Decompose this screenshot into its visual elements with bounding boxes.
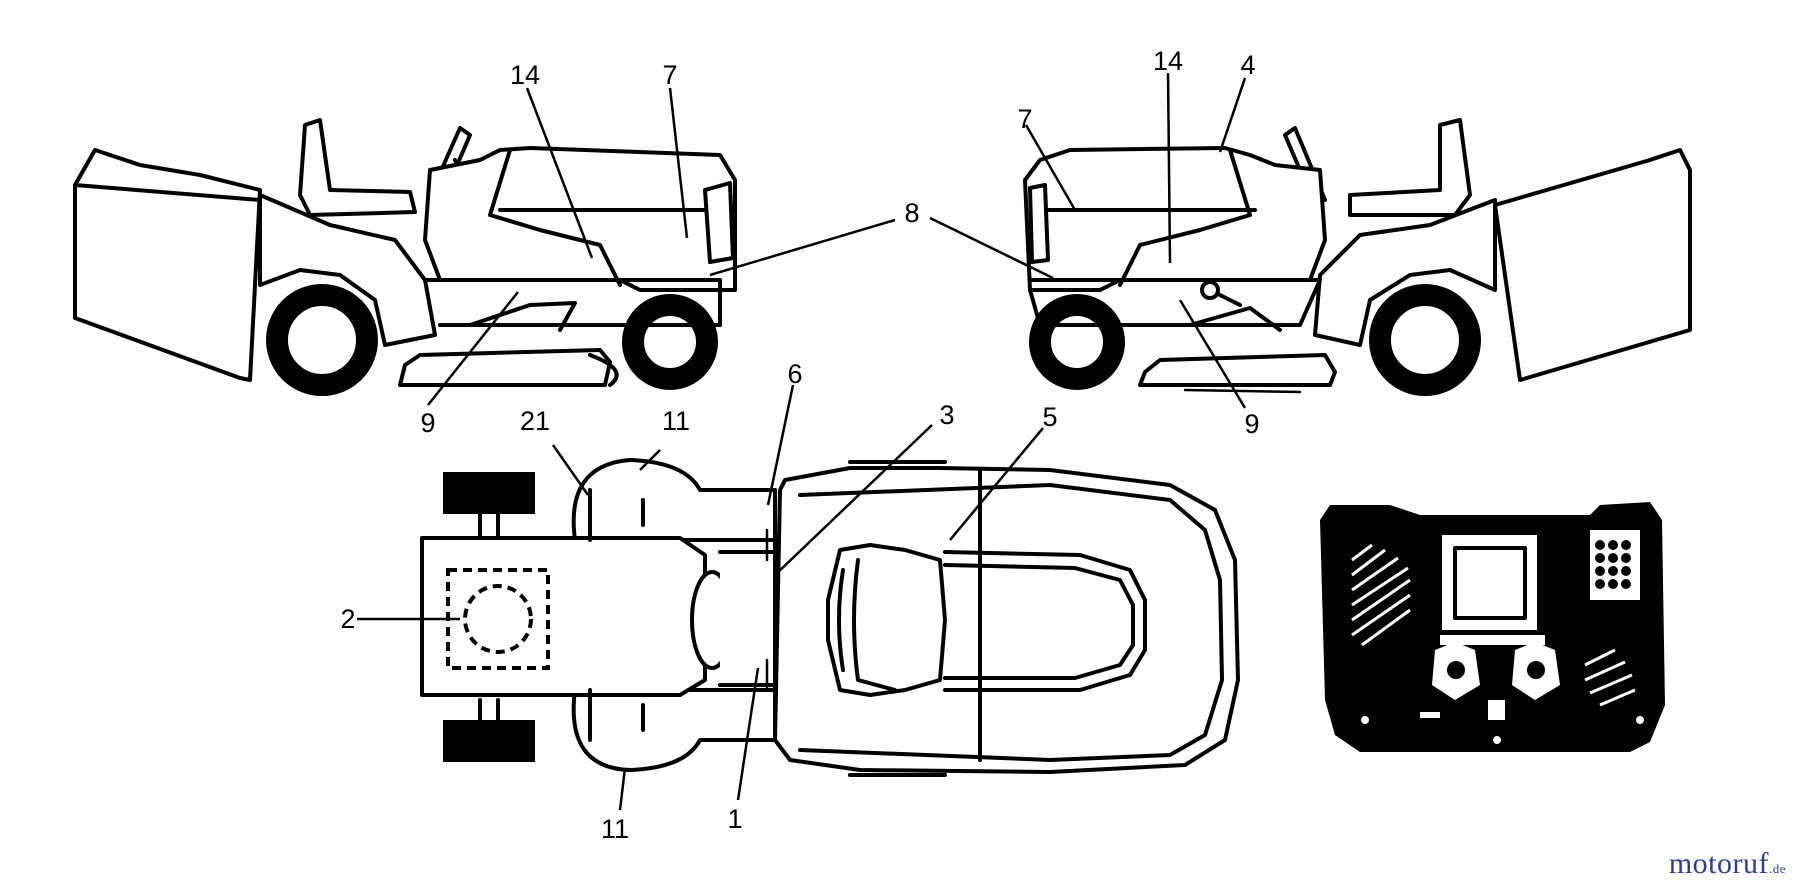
watermark-suffix: .de	[1768, 861, 1786, 876]
vent-left	[1351, 543, 1411, 647]
callout-3: 3	[939, 400, 954, 430]
callout-right-7: 7	[1017, 104, 1032, 134]
dash-panel-view	[1320, 502, 1665, 752]
grass-bag	[73, 148, 262, 382]
leader-lines	[357, 72, 1247, 811]
callout-11-top: 11	[662, 406, 690, 436]
hood-panel	[943, 550, 1147, 692]
grass-bag-top	[420, 536, 707, 697]
callout-5: 5	[1042, 402, 1057, 432]
steering-top	[826, 543, 947, 697]
callout-left-9: 9	[420, 408, 435, 438]
callout-right-14: 14	[1153, 46, 1183, 76]
grass-bag	[1493, 148, 1692, 382]
hood-top	[773, 466, 1240, 774]
seat	[1348, 118, 1472, 217]
callout-21: 21	[520, 406, 550, 436]
left-side-view-tractor	[73, 118, 737, 396]
rear-tire-top	[443, 472, 535, 514]
rear-fender	[1313, 198, 1497, 347]
front-wheel	[622, 294, 718, 390]
decal-area-2	[446, 568, 550, 670]
callout-right-4: 4	[1240, 50, 1255, 80]
rear-wheel	[1369, 284, 1481, 396]
callout-2: 2	[340, 604, 355, 634]
callout-8: 8	[904, 198, 919, 228]
mower-deck	[1138, 353, 1337, 387]
callout-6: 6	[787, 359, 802, 389]
callout-right-9: 9	[1244, 409, 1259, 439]
tractor-body	[423, 146, 737, 292]
rear-fender	[258, 193, 437, 347]
mower-deck	[398, 348, 612, 387]
rear-fender-top	[571, 458, 777, 542]
hood	[488, 148, 622, 287]
rear-fender-bottom	[571, 688, 777, 772]
watermark-logo: motoruf.de	[1669, 847, 1786, 881]
top-view-tractor	[420, 458, 1240, 777]
tractor-body	[1023, 146, 1327, 292]
hood	[1118, 148, 1252, 287]
rear-wheel	[266, 284, 378, 396]
seat	[298, 118, 417, 217]
callout-left-14: 14	[510, 60, 540, 90]
right-side-view-tractor	[1023, 118, 1692, 396]
callout-labels: 14 7 9 8 14 4 7 9 6 3 5 21 11 2 11 1	[340, 46, 1259, 844]
watermark-brand: motoruf	[1668, 847, 1769, 880]
rear-tire-bottom	[443, 720, 535, 762]
front-wheel	[1029, 294, 1125, 390]
callout-left-7: 7	[662, 60, 677, 90]
callout-1: 1	[727, 804, 742, 834]
callout-11-bottom: 11	[601, 814, 629, 844]
